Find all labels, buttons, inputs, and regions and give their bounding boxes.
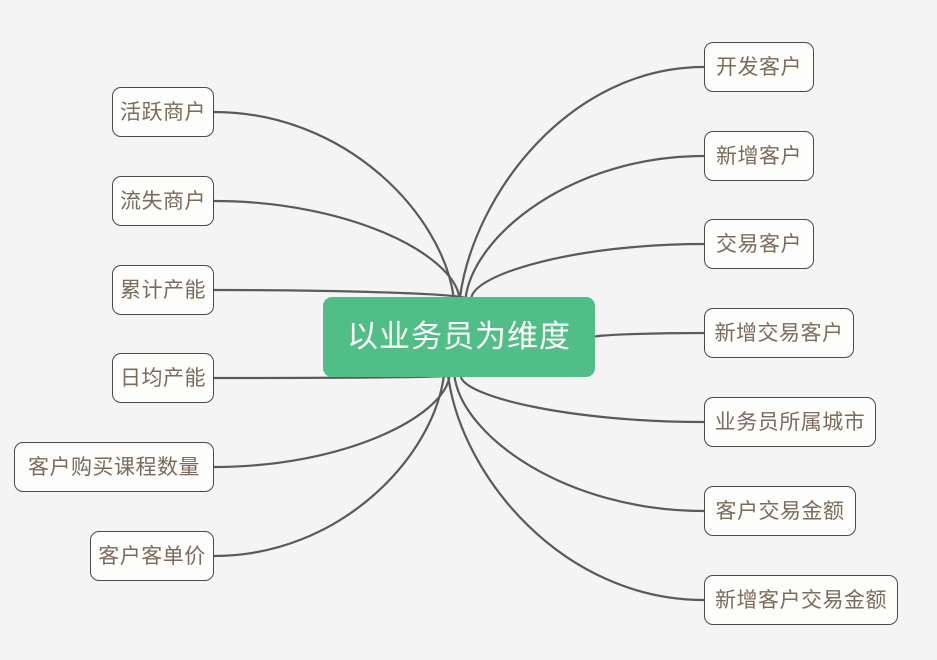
connector-curve <box>447 374 706 602</box>
connector-curve <box>464 154 706 300</box>
branch-node-right-6[interactable]: 新增客户交易金额 <box>704 575 898 625</box>
connector-curve <box>212 199 461 300</box>
center-node[interactable]: 以业务员为维度 <box>323 297 595 377</box>
branch-node-label: 活跃商户 <box>120 99 206 124</box>
branch-node-label: 新增客户交易金额 <box>715 587 887 612</box>
branch-node-label: 新增客户 <box>716 143 802 168</box>
branch-node-left-5[interactable]: 客户客单价 <box>90 531 214 581</box>
branch-node-right-2[interactable]: 交易客户 <box>704 219 814 269</box>
connector-curve <box>453 374 706 513</box>
branch-node-right-3[interactable]: 新增交易客户 <box>704 308 854 358</box>
branch-node-left-3[interactable]: 日均产能 <box>112 353 214 403</box>
branch-node-right-0[interactable]: 开发客户 <box>704 42 814 92</box>
connector-curve <box>459 374 706 424</box>
branch-node-label: 客户交易金额 <box>715 498 845 523</box>
branch-node-label: 交易客户 <box>716 231 802 256</box>
connector-curve <box>212 110 455 300</box>
branch-node-label: 流失商户 <box>120 188 206 213</box>
connector-curve <box>458 65 706 300</box>
branch-node-left-1[interactable]: 流失商户 <box>112 176 214 226</box>
branch-node-left-4[interactable]: 客户购买课程数量 <box>14 442 214 492</box>
branch-node-right-1[interactable]: 新增客户 <box>704 131 814 181</box>
branch-node-label: 累计产能 <box>120 277 206 302</box>
branch-node-label: 新增交易客户 <box>714 320 844 345</box>
branch-node-right-5[interactable]: 客户交易金额 <box>704 486 856 536</box>
connector-curve <box>212 374 451 469</box>
branch-node-label: 业务员所属城市 <box>714 409 866 434</box>
branch-node-left-0[interactable]: 活跃商户 <box>112 87 214 137</box>
connector-curve <box>592 331 706 339</box>
connector-curve <box>212 374 445 558</box>
branch-node-label: 日均产能 <box>120 365 206 390</box>
branch-node-left-2[interactable]: 累计产能 <box>112 265 214 315</box>
connector-curve <box>470 242 706 300</box>
branch-node-right-4[interactable]: 业务员所属城市 <box>704 397 876 447</box>
branch-node-label: 客户客单价 <box>98 543 206 568</box>
branch-node-label: 客户购买课程数量 <box>28 454 200 479</box>
branch-node-label: 开发客户 <box>716 54 802 79</box>
